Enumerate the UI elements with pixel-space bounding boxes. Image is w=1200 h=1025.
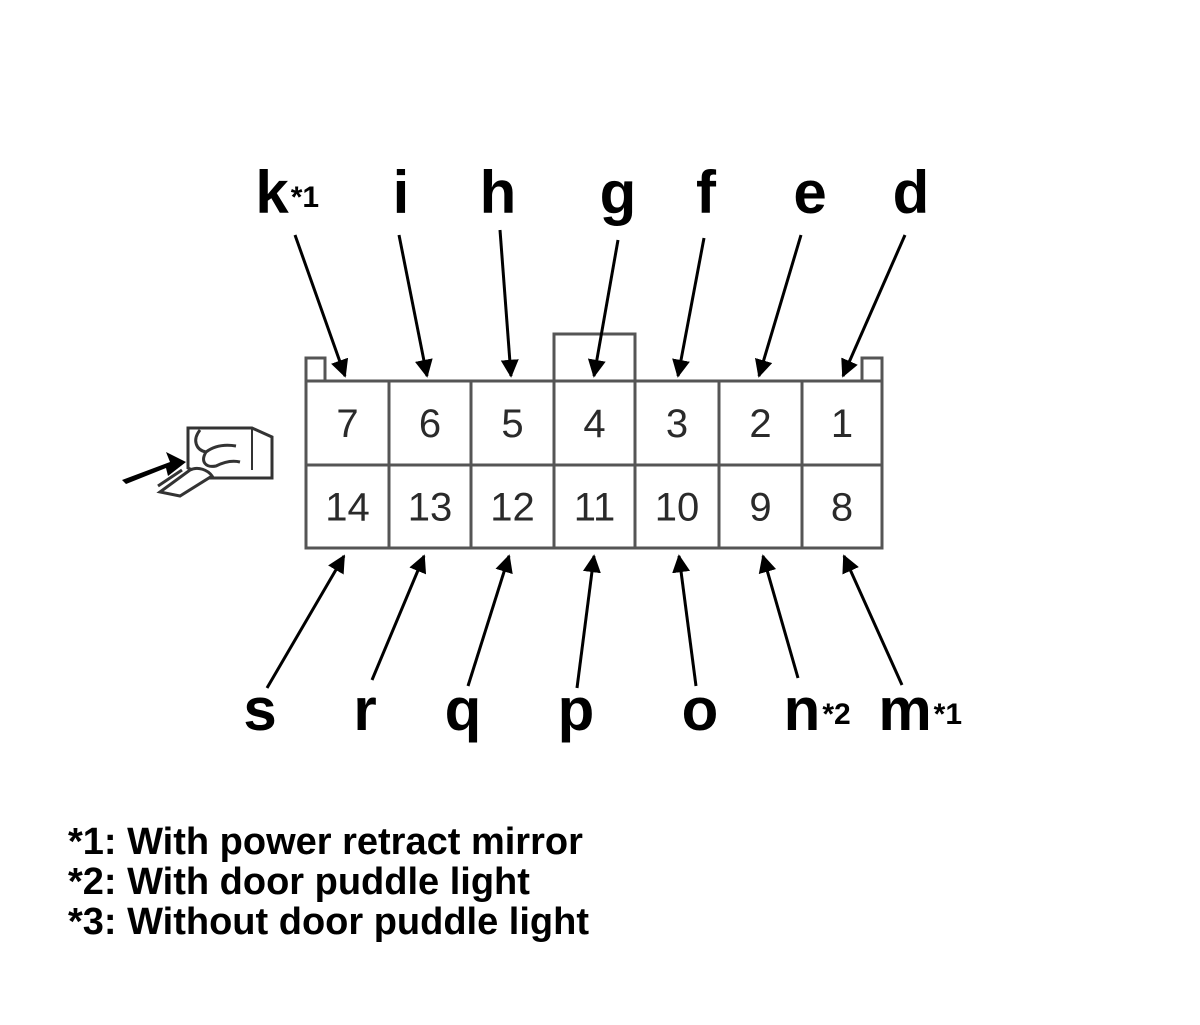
pin-cell-4 <box>552 379 637 467</box>
footnote-2: *2: With door puddle light <box>68 861 530 903</box>
pin-cell-14 <box>304 463 391 550</box>
pin-number-5: 5 <box>501 402 523 446</box>
pin-cell-9 <box>717 463 804 550</box>
pin-number-4: 4 <box>583 402 605 446</box>
label-d: d <box>893 159 930 226</box>
pin-number-1: 1 <box>831 402 853 446</box>
label-h: h <box>480 159 517 226</box>
label-r: r <box>353 676 376 743</box>
label-i: i <box>393 159 410 226</box>
arrow-g <box>587 239 620 378</box>
pin-cell-13 <box>387 463 473 550</box>
pin-number-3: 3 <box>666 402 688 446</box>
pin-number-8: 8 <box>831 486 853 530</box>
footnote-3: *3: Without door puddle light <box>68 901 589 943</box>
pin-number-11: 11 <box>574 486 616 530</box>
arrow-m <box>842 554 904 686</box>
pin-number-7: 7 <box>336 402 358 446</box>
arrow-n <box>758 554 800 679</box>
pin-cell-5 <box>469 379 556 467</box>
label-k-footnote: *1 <box>291 181 319 214</box>
arrow-h <box>498 229 519 378</box>
pin-number-13: 13 <box>408 486 453 530</box>
footnotes: *1: With power retract mirror *2: With d… <box>68 822 589 942</box>
pin-cell-8 <box>800 463 884 550</box>
label-f: f <box>696 159 717 226</box>
pin-cell-1 <box>800 379 884 467</box>
pin-number-10: 10 <box>655 486 700 530</box>
label-p: p <box>558 676 595 743</box>
label-g: g <box>600 159 637 226</box>
label-k: k <box>255 159 289 226</box>
pin-cell-7 <box>304 379 391 467</box>
pin-cell-3 <box>633 379 721 467</box>
pin-row-bottom: 14 13 12 11 10 9 8 <box>304 463 884 550</box>
label-m: m <box>878 676 931 743</box>
label-m-footnote: *1 <box>934 698 962 731</box>
pin-number-6: 6 <box>419 402 441 446</box>
pin-number-2: 2 <box>749 402 771 446</box>
arrow-r <box>370 554 427 681</box>
arrow-k <box>293 234 349 378</box>
arrow-q <box>466 554 513 687</box>
pin-row-top: 7 6 5 4 3 2 1 <box>304 379 884 467</box>
arrow-i <box>397 234 433 378</box>
pin-number-9: 9 <box>749 486 771 530</box>
footnote-1: *1: With power retract mirror <box>68 821 583 863</box>
label-n: n <box>784 676 821 743</box>
arrow-o <box>672 554 698 687</box>
pin-number-14: 14 <box>325 486 370 530</box>
arrow-f <box>672 237 706 378</box>
arrow-s <box>265 554 346 689</box>
arrow-d <box>841 234 907 378</box>
callout-arrows <box>265 229 907 689</box>
label-o: o <box>682 676 719 743</box>
label-q: q <box>445 676 482 743</box>
label-e: e <box>793 159 826 226</box>
label-s: s <box>243 676 276 743</box>
arrow-e <box>754 234 803 378</box>
hand-insert-icon <box>122 426 274 498</box>
arrow-p <box>575 554 601 689</box>
label-n-footnote: *2 <box>822 698 850 731</box>
pin-cell-10 <box>633 463 721 550</box>
pin-number-12: 12 <box>490 486 535 530</box>
